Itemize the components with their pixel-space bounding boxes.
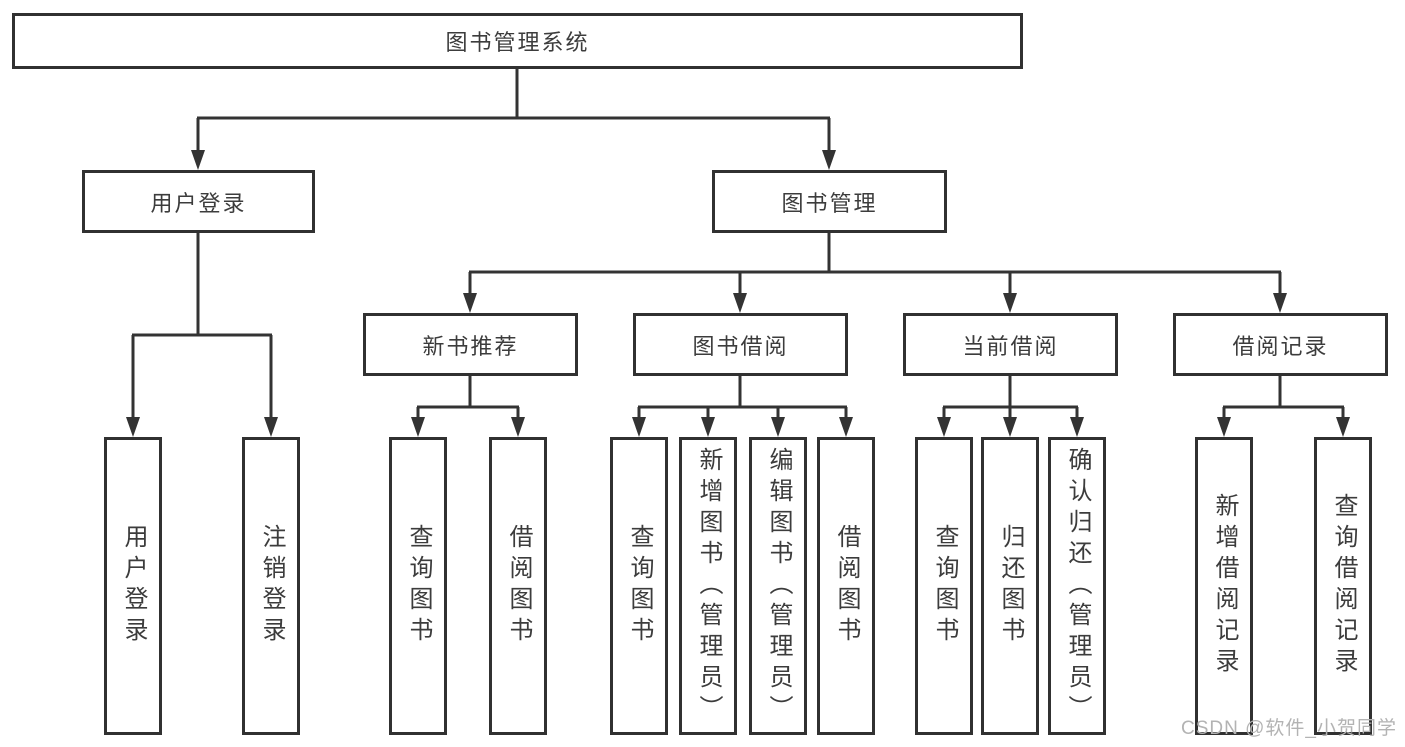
connector-borrowing-records-to-leaves: [1222, 376, 1345, 430]
node-borrowing-records: 借阅记录: [1173, 313, 1388, 376]
leaf-current-return-books: 归还图书: [981, 437, 1039, 735]
connector-book-borrowing-to-leaves: [637, 376, 848, 430]
node-book-management: 图书管理: [712, 170, 947, 233]
leaf-logout: 注销登录: [242, 437, 300, 735]
connector-root-to-level2: [196, 69, 831, 164]
leaf-borrowing-edit-books-admin: 编辑图书（管理员）: [749, 437, 807, 735]
leaf-newbook-borrow-books: 借阅图书: [489, 437, 547, 735]
node-root: 图书管理系统: [12, 13, 1023, 69]
leaf-records-query-record: 查询借阅记录: [1314, 437, 1372, 735]
leaf-borrowing-add-books-admin: 新增图书（管理员）: [679, 437, 737, 735]
leaf-current-confirm-return-admin: 确认归还（管理员）: [1048, 437, 1106, 735]
leaf-user-login: 用户登录: [104, 437, 162, 735]
leaf-records-add-record: 新增借阅记录: [1195, 437, 1253, 735]
node-user-login: 用户登录: [82, 170, 315, 233]
arrowheads: [126, 150, 1350, 437]
connector-user-login-to-leaves: [131, 233, 273, 430]
node-book-borrowing: 图书借阅: [633, 313, 848, 376]
node-new-book-recommendation: 新书推荐: [363, 313, 578, 376]
leaf-borrowing-query-books: 查询图书: [610, 437, 668, 735]
leaf-borrowing-borrow-books: 借阅图书: [817, 437, 875, 735]
leaf-current-query-books: 查询图书: [915, 437, 973, 735]
connector-new-book-to-leaves: [416, 376, 520, 430]
node-current-borrowing: 当前借阅: [903, 313, 1118, 376]
connector-book-management-to-level3: [468, 233, 1282, 307]
leaf-newbook-query-books: 查询图书: [389, 437, 447, 735]
csdn-watermark: CSDN @软件_小贺同学: [1181, 718, 1397, 739]
